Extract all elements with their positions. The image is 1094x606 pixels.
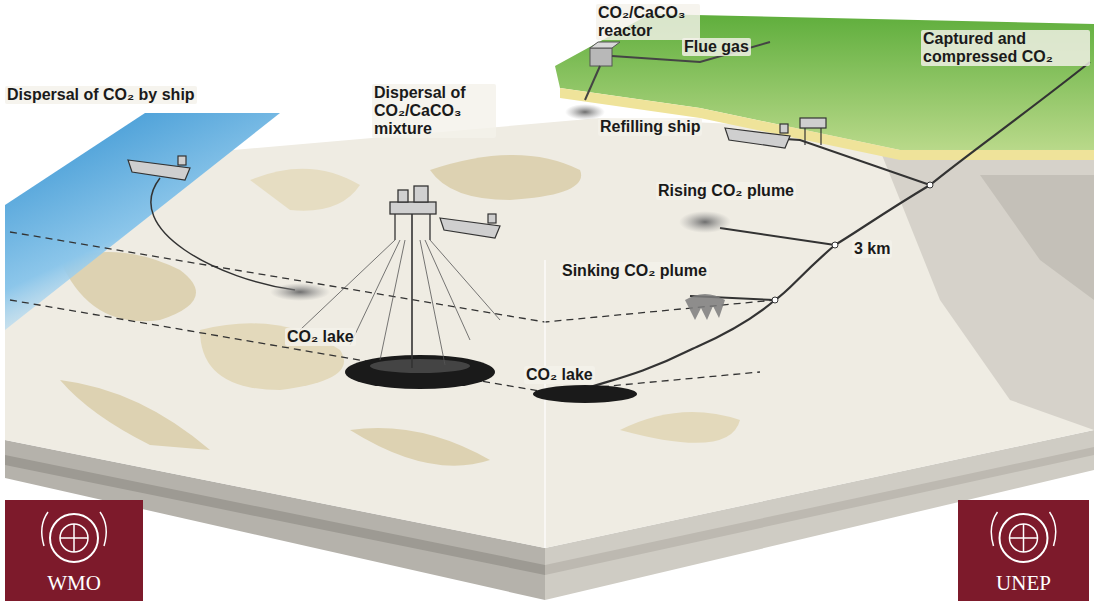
logo-text: WMO [5, 571, 143, 595]
logo-box: WMO [5, 500, 143, 601]
callout-label: Flue gas [682, 38, 751, 56]
callout-label: CO₂ lake [285, 328, 356, 346]
callout-label: 3 km [852, 240, 892, 258]
callout-label: Dispersal of CO₂ by ship [5, 86, 197, 104]
callout-label: Dispersal of CO₂/CaCO₃ mixture [372, 84, 496, 138]
logo-text: UNEP [958, 571, 1089, 595]
logo-box: UNEP [958, 500, 1089, 601]
callout-label: Captured and compressed CO₂ [921, 30, 1090, 66]
callout-label: Refilling ship [598, 118, 702, 136]
callout-label: CO₂/CaCO₃ reactor [596, 4, 700, 40]
callout-label: Rising CO₂ plume [656, 182, 796, 200]
callout-label: Sinking CO₂ plume [560, 262, 709, 280]
callout-label: CO₂ lake [524, 366, 595, 384]
